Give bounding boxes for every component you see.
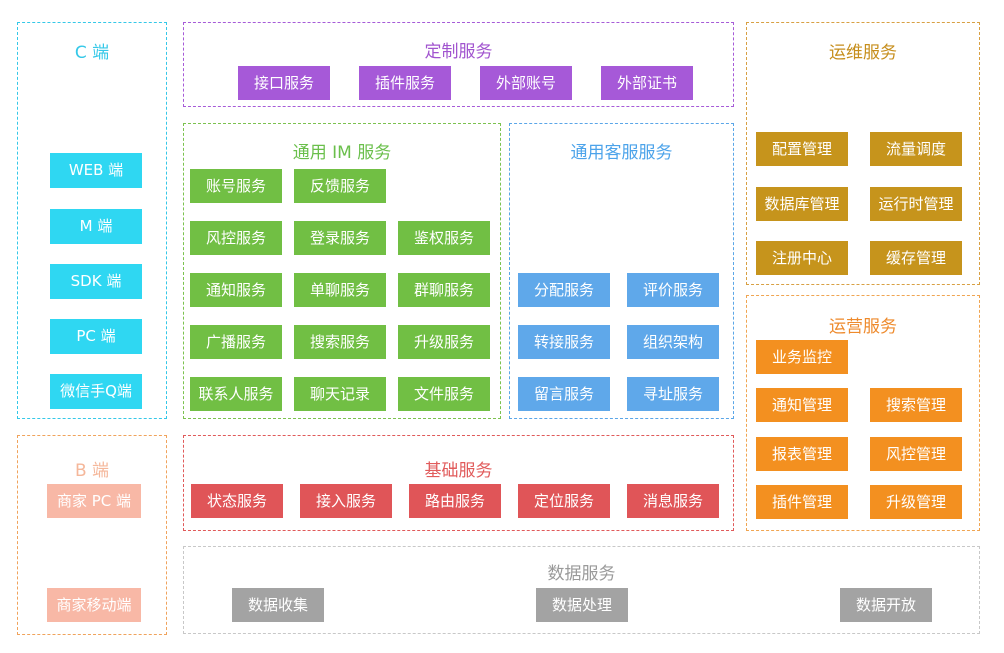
im-item-contacts[interactable]: 联系人服务 — [190, 377, 282, 411]
business-title: B 端 — [74, 461, 110, 481]
operation-item-monitor[interactable]: 业务监控 — [756, 340, 848, 374]
base-service-title: 基础服务 — [424, 461, 493, 481]
client-item-pc[interactable]: PC 端 — [50, 319, 142, 354]
cs-item-assign[interactable]: 分配服务 — [518, 273, 610, 307]
im-item-feedback[interactable]: 反馈服务 — [294, 169, 386, 203]
ops-item-registry[interactable]: 注册中心 — [756, 241, 848, 275]
client-panel: C 端 WEB 端 M 端 SDK 端 PC 端 微信手Q端 — [17, 22, 167, 419]
operation-service-title: 运营服务 — [829, 317, 897, 337]
operation-item-plugin[interactable]: 插件管理 — [756, 485, 848, 519]
operation-item-risk[interactable]: 风控管理 — [870, 437, 962, 471]
custom-item-plugin[interactable]: 插件服务 — [359, 66, 451, 100]
client-title: C 端 — [74, 43, 110, 63]
custom-item-external-cert[interactable]: 外部证书 — [601, 66, 693, 100]
im-item-chat-history[interactable]: 聊天记录 — [294, 377, 386, 411]
base-item-message[interactable]: 消息服务 — [627, 484, 719, 518]
business-item-pc[interactable]: 商家 PC 端 — [47, 484, 141, 518]
im-item-risk[interactable]: 风控服务 — [190, 221, 282, 255]
base-item-access[interactable]: 接入服务 — [300, 484, 392, 518]
im-item-account[interactable]: 账号服务 — [190, 169, 282, 203]
customer-service-title: 通用客服服务 — [570, 143, 673, 163]
ops-service-panel: 运维服务 配置管理 流量调度 数据库管理 运行时管理 注册中心 缓存管理 — [746, 22, 980, 285]
ops-item-runtime[interactable]: 运行时管理 — [870, 187, 962, 221]
data-item-collect[interactable]: 数据收集 — [232, 588, 324, 622]
client-item-m[interactable]: M 端 — [50, 209, 142, 244]
custom-service-panel: 定制服务 接口服务 插件服务 外部账号 外部证书 — [183, 22, 734, 107]
im-service-title: 通用 IM 服务 — [292, 143, 392, 163]
cs-item-addressing[interactable]: 寻址服务 — [627, 377, 719, 411]
operation-item-notify[interactable]: 通知管理 — [756, 388, 848, 422]
cs-item-org-structure[interactable]: 组织架构 — [627, 325, 719, 359]
im-item-broadcast[interactable]: 广播服务 — [190, 325, 282, 359]
business-panel: B 端 商家 PC 端 商家移动端 — [17, 435, 167, 635]
ops-item-traffic[interactable]: 流量调度 — [870, 132, 962, 166]
data-service-panel: 数据服务 数据收集 数据处理 数据开放 — [183, 546, 980, 634]
base-item-routing[interactable]: 路由服务 — [409, 484, 501, 518]
operation-service-panel: 运营服务 业务监控 通知管理 搜索管理 报表管理 风控管理 插件管理 升级管理 — [746, 295, 980, 531]
custom-item-api[interactable]: 接口服务 — [238, 66, 330, 100]
ops-service-title: 运维服务 — [829, 43, 897, 63]
operation-item-upgrade[interactable]: 升级管理 — [870, 485, 962, 519]
im-item-notify[interactable]: 通知服务 — [190, 273, 282, 307]
ops-item-cache[interactable]: 缓存管理 — [870, 241, 962, 275]
base-item-location[interactable]: 定位服务 — [518, 484, 610, 518]
data-service-title: 数据服务 — [547, 564, 616, 584]
client-item-wechat-qq[interactable]: 微信手Q端 — [50, 374, 142, 409]
im-item-upgrade[interactable]: 升级服务 — [398, 325, 490, 359]
data-item-open[interactable]: 数据开放 — [840, 588, 932, 622]
operation-item-report[interactable]: 报表管理 — [756, 437, 848, 471]
ops-item-database[interactable]: 数据库管理 — [756, 187, 848, 221]
im-item-search[interactable]: 搜索服务 — [294, 325, 386, 359]
data-item-process[interactable]: 数据处理 — [536, 588, 628, 622]
im-item-file[interactable]: 文件服务 — [398, 377, 490, 411]
im-service-panel: 通用 IM 服务 账号服务 反馈服务 风控服务 登录服务 鉴权服务 通知服务 单… — [183, 123, 501, 419]
base-item-status[interactable]: 状态服务 — [191, 484, 283, 518]
ops-item-config[interactable]: 配置管理 — [756, 132, 848, 166]
base-service-panel: 基础服务 状态服务 接入服务 路由服务 定位服务 消息服务 — [183, 435, 734, 531]
custom-service-title: 定制服务 — [424, 42, 493, 62]
client-item-web[interactable]: WEB 端 — [50, 153, 142, 188]
cs-item-rating[interactable]: 评价服务 — [627, 273, 719, 307]
customer-service-panel: 通用客服服务 分配服务 评价服务 转接服务 组织架构 留言服务 寻址服务 — [509, 123, 734, 419]
im-item-single-chat[interactable]: 单聊服务 — [294, 273, 386, 307]
cs-item-message[interactable]: 留言服务 — [518, 377, 610, 411]
operation-item-search[interactable]: 搜索管理 — [870, 388, 962, 422]
im-item-auth[interactable]: 鉴权服务 — [398, 221, 490, 255]
cs-item-transfer[interactable]: 转接服务 — [518, 325, 610, 359]
custom-item-external-account[interactable]: 外部账号 — [480, 66, 572, 100]
business-item-mobile[interactable]: 商家移动端 — [47, 588, 141, 622]
client-item-sdk[interactable]: SDK 端 — [50, 264, 142, 299]
im-item-login[interactable]: 登录服务 — [294, 221, 386, 255]
im-item-group-chat[interactable]: 群聊服务 — [398, 273, 490, 307]
